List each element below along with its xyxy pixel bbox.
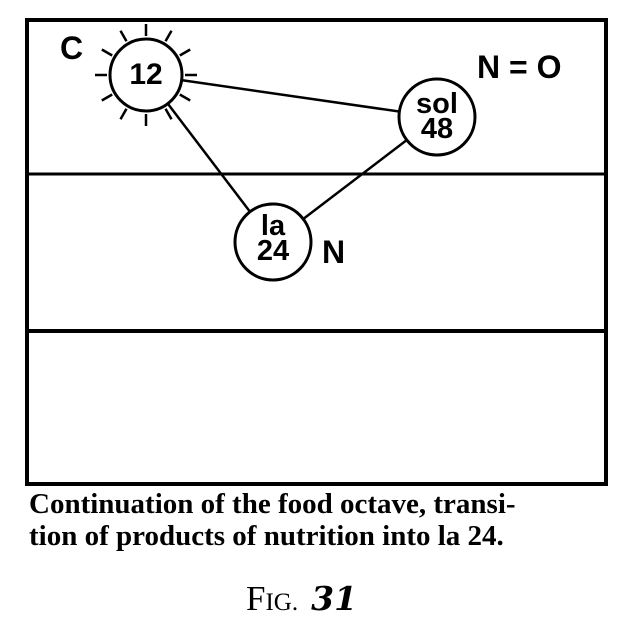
caption-line-2: tion of products of nutrition into la 24… xyxy=(29,520,504,552)
la-node-note: la xyxy=(260,210,286,242)
carbon-label: C xyxy=(60,30,84,66)
nitrogen-label: N xyxy=(322,234,346,270)
fig-word-initial: F xyxy=(246,579,266,618)
sun-rays xyxy=(95,24,197,126)
sun-node-circle xyxy=(108,37,184,113)
figure-caption: Continuation of the food octave, transi-… xyxy=(29,488,614,552)
la-node-value: 24 xyxy=(256,235,290,267)
figure-frame xyxy=(25,18,608,486)
sol48-node-text: sol 48 xyxy=(387,88,487,145)
fig-number: 31 xyxy=(311,579,358,618)
edge-12-to-sol48 xyxy=(145,73,438,119)
la24-node-text: la 24 xyxy=(223,210,323,267)
figure-number-label: FIG. 31 xyxy=(246,581,357,616)
sun-node-value: 12 xyxy=(129,58,163,91)
sol48-node-circle xyxy=(397,77,477,157)
sol-node-note: sol xyxy=(416,88,458,120)
caption-line-1: Continuation of the food octave, transi- xyxy=(29,488,516,520)
fig-word-rest: IG. xyxy=(265,589,299,616)
la24-node-circle xyxy=(233,202,313,282)
n-equals-o-label: N = O xyxy=(477,49,562,85)
sol-node-value: 48 xyxy=(420,113,454,145)
